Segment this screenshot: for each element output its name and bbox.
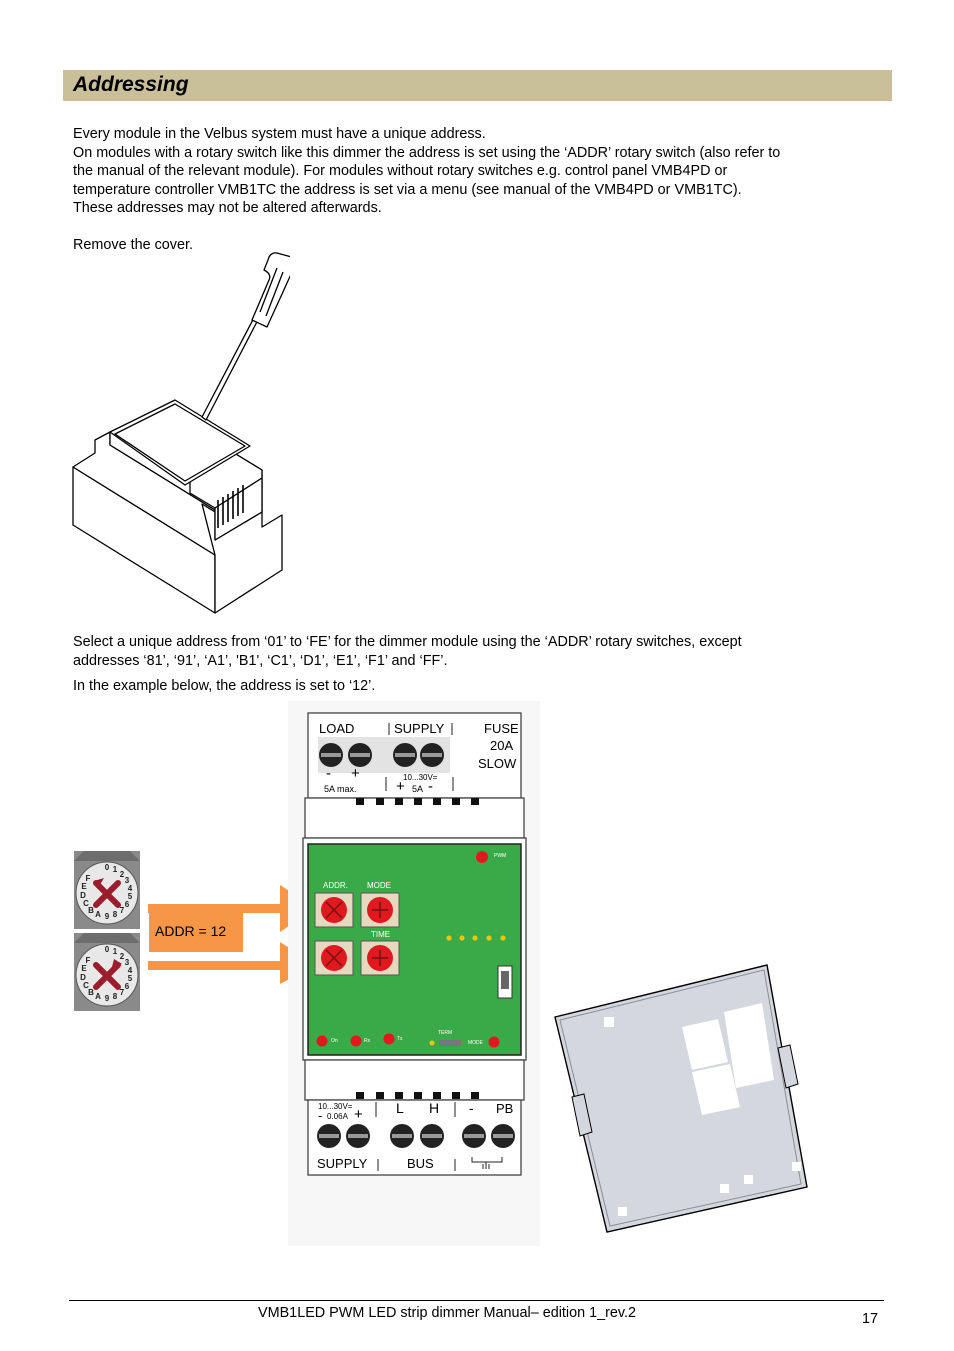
label-load: LOAD: [319, 721, 355, 736]
svg-text:C: C: [83, 981, 89, 990]
svg-text:5: 5: [128, 974, 133, 983]
page-number: 17: [862, 1311, 879, 1327]
bottom-minus: -: [318, 1108, 323, 1123]
rotary-switches: [314, 892, 400, 976]
svg-text:6: 6: [125, 900, 130, 909]
svg-text:7: 7: [120, 906, 125, 915]
svg-text:A: A: [95, 910, 101, 919]
dimmer-module: LOAD SUPPLY FUSE 20A SLOW - + 5A max. 10…: [288, 701, 540, 1246]
footer-rule: [69, 1300, 884, 1301]
remove-cover-text: Remove the cover.: [73, 237, 193, 253]
screwdriver-shaft: [201, 311, 262, 421]
label-fuse-type: SLOW: [478, 756, 517, 771]
label-mode: MODE: [367, 881, 391, 890]
intro-line-4: temperature controller VMB1TC the addres…: [73, 181, 742, 198]
select-line-2: addresses ‘81’, ‘91’, ‘A1’, 'B1', ‘C1’, …: [73, 652, 448, 669]
bottom-plus: +: [354, 1106, 363, 1123]
intro-line-5: These addresses may not be altered after…: [73, 200, 382, 216]
svg-text:E: E: [81, 882, 87, 891]
label-bottom-range: 10...30V=: [318, 1102, 353, 1111]
svg-text:3: 3: [125, 958, 130, 967]
intro-line-3: the manual of the relevant module). For …: [73, 163, 728, 179]
section-heading-bar: Addressing: [63, 70, 892, 101]
cover-plate-illustration: [554, 964, 808, 1233]
label-fuse: FUSE: [484, 721, 519, 736]
label-pwm: PWM: [494, 853, 507, 859]
svg-text:B: B: [88, 906, 94, 915]
load-plus: +: [351, 765, 360, 782]
svg-text:4: 4: [128, 884, 133, 893]
svg-text:D: D: [80, 891, 86, 900]
svg-text:D: D: [80, 973, 86, 982]
label-pb-minus: -: [469, 1100, 474, 1116]
label-addr: ADDR.: [323, 881, 348, 890]
svg-text:0: 0: [105, 863, 110, 872]
svg-text:2: 2: [120, 952, 125, 961]
svg-text:4: 4: [128, 966, 133, 975]
label-mode-button: MODE: [468, 1040, 483, 1046]
label-supply-current-top: 5A: [412, 784, 424, 794]
supply-plus-top: +: [396, 778, 405, 795]
section-heading: Addressing: [73, 73, 189, 96]
intro-line-1: Every module in the Velbus system must h…: [73, 126, 486, 142]
svg-text:1: 1: [113, 947, 118, 956]
label-fuse-rating: 20A: [490, 738, 514, 753]
svg-text:0: 0: [105, 945, 110, 954]
label-bus-l: L: [396, 1100, 404, 1116]
svg-text:F: F: [86, 874, 91, 883]
svg-text:8: 8: [113, 992, 118, 1001]
svg-text:8: 8: [113, 910, 118, 919]
label-led-tx: Tx: [397, 1036, 403, 1042]
svg-text:C: C: [83, 899, 89, 908]
label-bottom-bus: BUS: [407, 1156, 434, 1171]
svg-text:6: 6: [125, 982, 130, 991]
terminal-screws-top: [318, 737, 450, 773]
intro-line-2: On modules with a rotary switch like thi…: [73, 144, 781, 161]
svg-text:7: 7: [120, 988, 125, 997]
label-pb: PB: [496, 1101, 514, 1116]
select-line-1: Select a unique address from ‘01’ to ‘FE…: [73, 634, 742, 650]
svg-text:9: 9: [105, 994, 110, 1003]
screwdriver-handle: [251, 252, 290, 328]
address-callout: ADDR = 12: [149, 913, 243, 952]
label-bottom-supply: SUPPLY: [317, 1156, 368, 1171]
arrow-pointer-icon: [93, 880, 121, 908]
label-led-on: On: [331, 1038, 338, 1044]
address-callout-text: ADDR = 12: [155, 923, 227, 939]
label-bottom-current: 0.06A: [327, 1112, 348, 1121]
svg-text:A: A: [95, 992, 101, 1001]
label-supply-top: SUPPLY: [394, 721, 445, 736]
terminal-screws-bottom: [317, 1124, 515, 1148]
label-led-rx: Rx: [364, 1038, 371, 1044]
label-time: TIME: [371, 930, 391, 939]
label-supply-range-top: 10...30V=: [403, 773, 438, 782]
svg-text:B: B: [88, 988, 94, 997]
remove-cover-illustration: [72, 252, 290, 614]
label-term: TERM: [438, 1030, 453, 1036]
svg-text:E: E: [81, 964, 87, 973]
svg-text:1: 1: [113, 865, 118, 874]
label-bus-h: H: [429, 1100, 440, 1116]
label-load-max: 5A max.: [324, 784, 357, 794]
footer-text: VMB1LED PWM LED strip dimmer Manual– edi…: [258, 1305, 637, 1321]
svg-text:2: 2: [120, 870, 125, 879]
supply-minus-top: -: [428, 778, 433, 795]
svg-text:3: 3: [125, 876, 130, 885]
svg-text:9: 9: [105, 912, 110, 921]
load-minus: -: [326, 765, 331, 782]
example-line: In the example below, the address is set…: [73, 678, 376, 694]
svg-text:F: F: [86, 956, 91, 965]
svg-text:5: 5: [128, 892, 133, 901]
